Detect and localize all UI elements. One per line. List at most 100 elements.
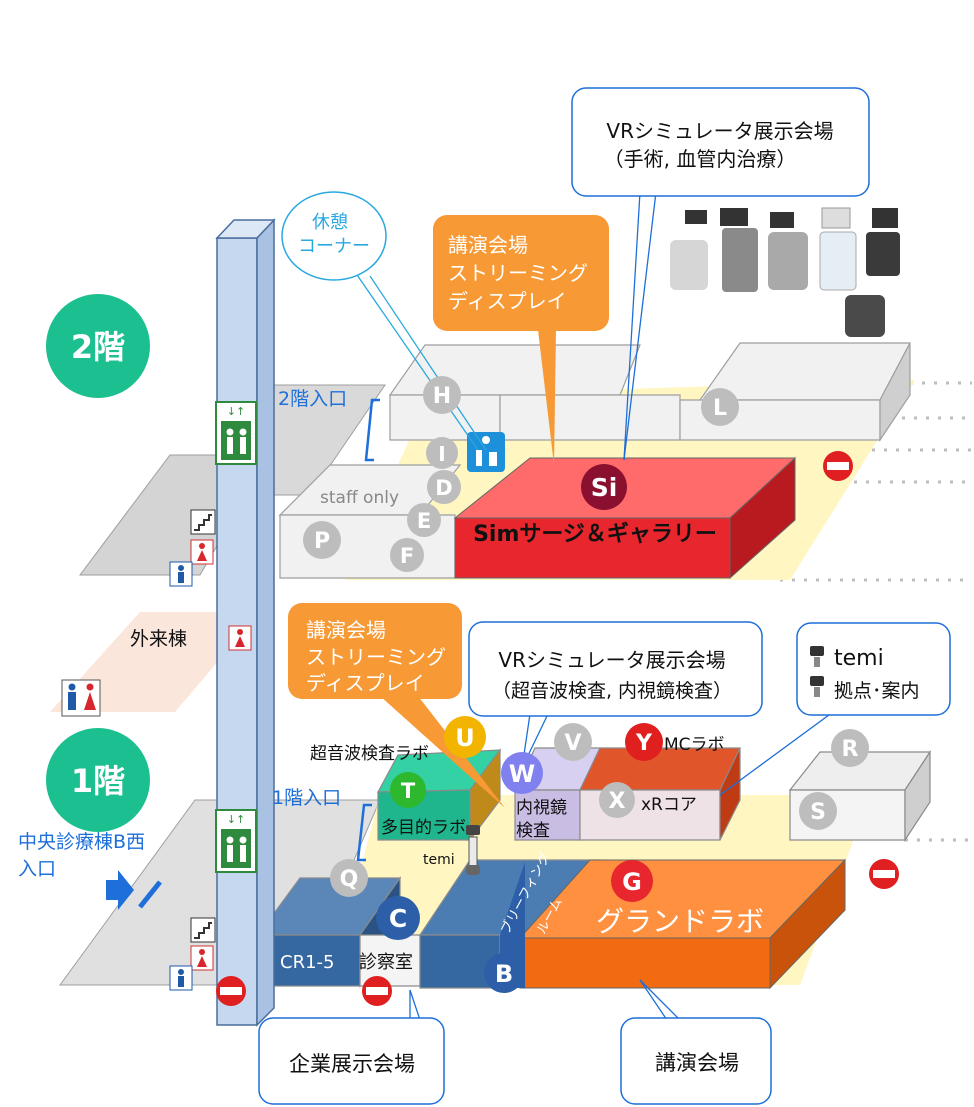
grand-lab-marker-label: G <box>622 868 642 896</box>
temi-robot-icon <box>466 825 480 875</box>
endoscope-room-label2: 検査 <box>516 821 550 841</box>
floor-2f-badge <box>46 294 150 398</box>
entrance-1f-label: 1階入口 <box>272 787 341 809</box>
sim-marker[interactable] <box>581 464 627 510</box>
svg-text:↓↑: ↓↑ <box>227 813 245 826</box>
svg-text:L: L <box>713 396 727 421</box>
lecture-1f-line3: ディスプレイ <box>306 671 425 695</box>
room-marker-p[interactable]: P <box>303 521 341 559</box>
restroom-icon <box>61 679 101 717</box>
room-marker-f[interactable]: F <box>390 538 424 572</box>
room-marker-q[interactable]: Q <box>330 859 368 897</box>
svg-text:↓↑: ↓↑ <box>227 405 245 418</box>
central-entrance-line1: 中央診療棟B西 <box>18 831 145 853</box>
room-marker-r[interactable]: R <box>831 729 869 767</box>
room-marker-d[interactable]: D <box>427 470 461 504</box>
floor-1f-badge <box>46 728 150 832</box>
callout-lecture-streaming-2f <box>433 215 609 331</box>
central-entrance-line2: 入口 <box>18 858 56 880</box>
corridor-dotted-lines <box>780 381 972 842</box>
cr-room-label: CR1-5 <box>280 952 334 973</box>
no-entry-icon <box>823 451 853 481</box>
exam-room-label: 診察室 <box>359 952 413 973</box>
rest-corner-line2: コーナー <box>298 236 370 257</box>
endoscope-room-label1: 内視鏡 <box>516 798 567 818</box>
corporate-exhibition-label: 企業展示会場 <box>289 1052 415 1076</box>
svg-text:F: F <box>400 544 414 568</box>
room-marker-l[interactable]: L <box>701 388 739 426</box>
vr-ultrasound-subtitle: （超音波検査, 内視鏡検査） <box>492 680 732 702</box>
room-marker-c[interactable]: C <box>376 896 420 940</box>
no-entry-icon <box>362 976 392 1006</box>
grand-lab-marker[interactable] <box>611 860 653 902</box>
grand-lab-room[interactable] <box>500 858 847 990</box>
svg-text:I: I <box>438 442 445 466</box>
callout-vr-ultrasound <box>468 621 763 717</box>
stairs-icon <box>190 509 216 535</box>
elevator-icon: ↓↑ <box>215 401 257 465</box>
vr-surgery-title: VRシミュレータ展示会場 <box>606 119 833 143</box>
elevator-icon: ↓↑ <box>215 809 257 873</box>
vr-simulator-machines-image <box>670 207 900 337</box>
svg-text:W: W <box>509 760 535 788</box>
room-marker-w[interactable]: W <box>501 752 543 794</box>
multipurpose-lab-label: 多目的ラボ <box>381 818 466 838</box>
svg-text:R: R <box>842 737 859 762</box>
lecture-hall-label: 講演会場 <box>655 1051 739 1075</box>
lecture-1f-line1: 講演会場 <box>306 618 386 642</box>
svg-text:V: V <box>564 731 581 756</box>
no-entry-icon <box>869 859 899 889</box>
female-restroom-icon <box>190 539 214 565</box>
female-restroom-icon <box>190 945 214 971</box>
room-marker-h[interactable]: H <box>423 376 461 414</box>
floor-1f-label: 1階 <box>71 762 125 800</box>
callout-lecture-streaming-1f <box>288 603 462 699</box>
sim-room-label: Simサージ＆ギャラリー <box>473 522 717 547</box>
room-marker-u[interactable]: U <box>444 716 486 758</box>
room-marker-i[interactable]: I <box>426 437 458 469</box>
svg-text:C: C <box>389 904 407 933</box>
entrance-arrow-icon <box>106 870 162 910</box>
lecture-2f-line2: ストリーミング <box>448 261 588 285</box>
male-restroom-icon <box>169 965 193 991</box>
entrance-2f-label: 2階入口 <box>278 388 347 410</box>
mc-lab-label: MCラボ <box>664 735 725 755</box>
vr-ultrasound-title: VRシミュレータ展示会場 <box>498 648 725 672</box>
vr-surgery-subtitle: （手術, 血管内治療） <box>604 147 797 171</box>
room-marker-e[interactable]: E <box>407 503 441 537</box>
callout-lecture-hall <box>620 1017 772 1105</box>
entrance-2f-marker <box>364 398 380 462</box>
svg-text:D: D <box>435 476 452 500</box>
sim-marker-label: Si <box>591 473 618 502</box>
callout-rest-corner <box>281 191 387 281</box>
vending-machine-icon <box>467 432 505 472</box>
floor-1f-blocks <box>256 747 932 989</box>
temi-label: temi <box>423 852 455 868</box>
floor-2f-label: 2階 <box>71 328 125 366</box>
lecture-1f-line2: ストリーミング <box>306 645 446 669</box>
elevator-column <box>215 218 276 1027</box>
rest-corner-line1: 休憩 <box>312 212 348 233</box>
callout-corporate-exhibition <box>258 1017 445 1105</box>
temi-callout-title: temi <box>834 646 884 671</box>
temi-icon <box>810 646 824 697</box>
callout-temi-base <box>796 622 951 716</box>
stairs-icon <box>190 917 216 943</box>
room-marker-v[interactable]: V <box>554 723 592 761</box>
room-marker-s[interactable]: S <box>799 792 837 830</box>
svg-text:T: T <box>401 779 416 803</box>
room-marker-t[interactable]: T <box>390 772 426 808</box>
room-marker-y[interactable]: Y <box>625 723 663 761</box>
callout-vr-surgery <box>571 87 870 197</box>
svg-text:X: X <box>609 789 626 814</box>
room-marker-x[interactable]: X <box>599 782 635 818</box>
svg-text:Q: Q <box>340 867 359 892</box>
svg-text:E: E <box>417 509 431 533</box>
female-restroom-icon <box>228 625 252 651</box>
room-marker-b[interactable]: B <box>484 953 524 993</box>
ultrasound-lab-label: 超音波検査ラボ <box>310 744 429 764</box>
male-restroom-icon <box>169 561 193 587</box>
entrance-1f-marker <box>356 803 372 862</box>
no-entry-icon <box>216 976 246 1006</box>
